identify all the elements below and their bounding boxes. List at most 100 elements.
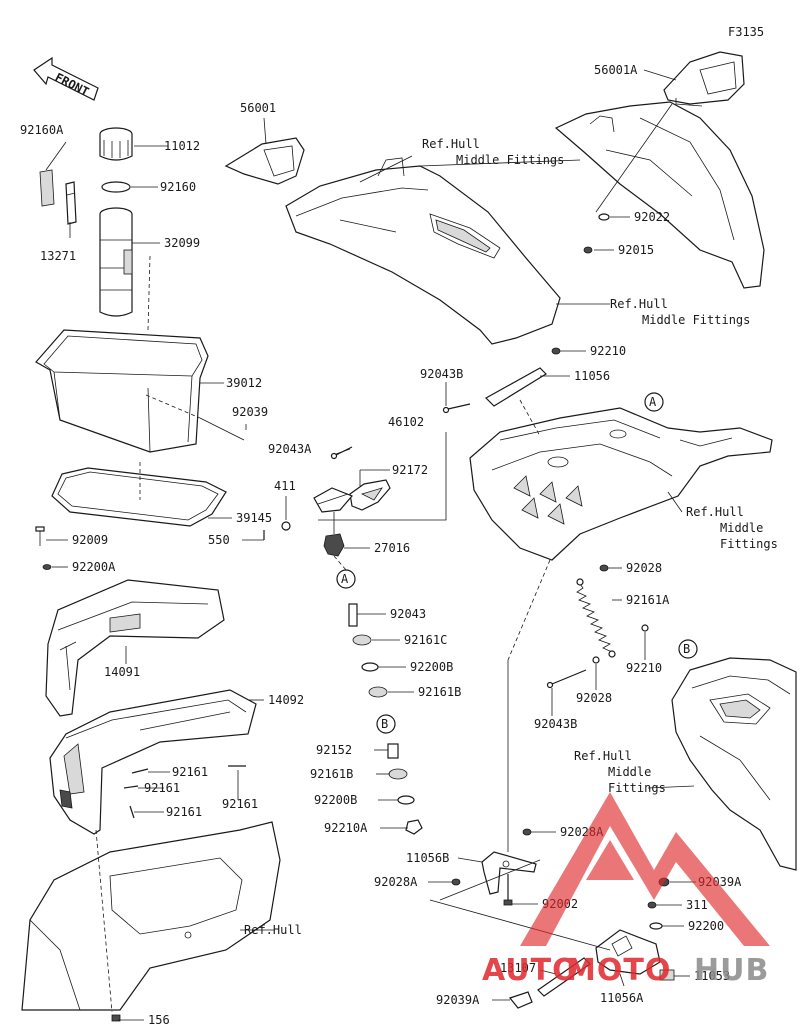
label-92043A: 92043A [268,442,312,456]
part-92210A-shape [405,819,423,835]
callout-B-right: B [683,642,690,656]
label-92210-mid: 92210 [626,661,662,675]
label-92161B-upper: 92161B [418,685,461,699]
label-46102: 46102 [388,415,424,429]
label-92200B-upper: 92200B [410,660,453,674]
label-92161-b: 92161 [144,781,180,795]
part-13271-shape [65,181,77,225]
label-92015: 92015 [618,243,654,257]
label-92160: 92160 [160,180,196,194]
figure-code: F3135 [728,25,764,39]
part-39012-shape [35,329,209,453]
ref-hull-upper-2: Middle Fittings [456,153,564,167]
ref-hull-mid-2: Middle Fittings [642,313,750,327]
label-56001A: 56001A [594,63,638,77]
part-92152-shape [387,743,399,759]
part-92009-shape [35,526,45,546]
part-11056-shape [485,367,547,407]
callout-B-right-icon [678,639,698,659]
part-92200-shape [649,922,663,930]
part-92043A-shape [330,446,353,460]
part-56001A-shape [663,51,745,107]
watermark-moto: MOTO [566,953,671,988]
label-11056B: 11056B [406,851,449,865]
label-92022: 92022 [634,210,670,224]
leader-46102 [318,432,447,521]
part-92161C-shape [352,634,372,646]
part-92161-c-shape [129,805,135,819]
label-92172: 92172 [392,463,428,477]
label-156: 156 [148,1013,170,1027]
part-13107-shape [537,957,591,997]
part-92161A-shape [576,578,616,658]
callout-A-left: A [341,572,349,586]
part-92161B-upper-shape [368,686,388,698]
part-92002-shape [503,874,513,906]
label-27016: 27016 [374,541,410,555]
part-92210-top-shape [551,347,561,355]
label-92161B-lower: 92161B [310,767,353,781]
ref-hull-b-3: Fittings [608,781,666,795]
label-92028A-left: 92028A [374,875,418,889]
hull-upper-middle-fittings-shape [285,157,561,345]
part-92028A-top-shape [522,828,532,836]
label-92200A: 92200A [72,560,116,574]
label-92028-mid: 92028 [576,691,612,705]
label-11056A: 11056A [600,991,644,1005]
part-411-shape [281,521,291,531]
label-92161-a: 92161 [172,765,208,779]
part-27016-shape [323,512,345,557]
part-92210-mid-shape [641,624,649,632]
label-92161-c: 92161 [166,805,202,819]
leader-lines [45,69,696,1021]
ref-hull-tray-1: Ref.Hull [686,505,744,519]
part-92043-shape [348,603,358,627]
part-46102-latch-shape [313,487,354,513]
part-92043B-mid-shape [546,669,587,689]
label-92039: 92039 [232,405,268,419]
label-92009: 92009 [72,533,108,547]
label-92210-top: 92210 [590,344,626,358]
callout-B-left: B [381,717,388,731]
label-92152: 92152 [316,743,352,757]
label-39012: 39012 [226,376,262,390]
part-92200A-shape [42,564,52,570]
ref-hull-tray-3: Fittings [720,537,778,551]
part-92015-shape [583,246,593,254]
label-39145: 39145 [236,511,272,525]
label-92161C: 92161C [404,633,447,647]
ref-hull-bottom-shape [21,821,281,1011]
front-arrow-icon: FRONT [33,56,99,101]
part-32099-shape [99,207,133,317]
label-32099: 32099 [164,236,200,250]
label-92160A: 92160A [20,123,64,137]
label-14091: 14091 [104,665,140,679]
callout-A-left-icon [336,569,356,589]
part-311-shape [647,901,657,909]
part-92028-mid-shape [592,656,600,664]
watermark-auto: AUTO [482,953,579,988]
label-92043B-top: 92043B [420,367,463,381]
hull-b-middle-fittings-shape [671,657,797,871]
label-92043: 92043 [390,607,426,621]
part-92172-shape [349,479,391,511]
label-92039A-bottom: 92039A [436,993,480,1007]
callout-A-right-icon [644,392,664,412]
label-11053: 11053 [694,969,730,983]
part-56001-shape [224,137,305,185]
part-14091-shape [45,579,225,717]
label-13271: 13271 [40,249,76,263]
label-92161A: 92161A [626,593,670,607]
part-92160A-shape [39,169,55,207]
ref-hull-b-1: Ref.Hull [574,749,632,763]
ref-hull-bottom: Ref.Hull [244,923,302,937]
ref-hull-b-2: Middle [608,765,651,779]
part-92022-shape [598,213,610,221]
ref-hull-upper-1: Ref.Hull [422,137,480,151]
part-11012-shape [99,127,133,161]
part-14092-shape [49,689,257,835]
hull-right-middle-fittings-shape [554,101,765,289]
part-92028-top-shape [599,564,609,572]
hull-tray-middle-fittings-shape [469,407,773,561]
